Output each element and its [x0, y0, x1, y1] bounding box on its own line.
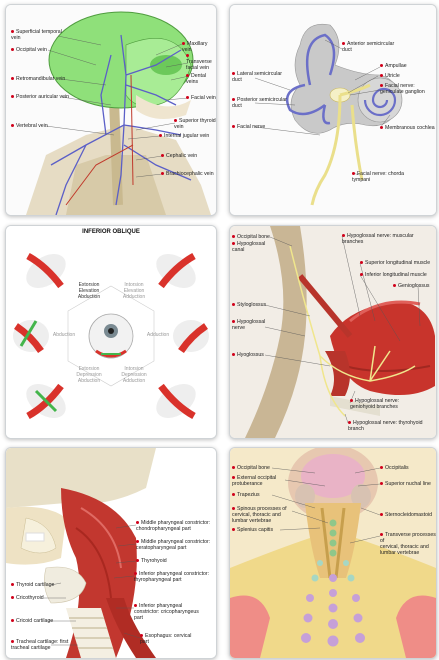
- label-genioglossus: Genioglossus: [393, 283, 429, 289]
- label-inferior-longitudinal-muscle: Inferior longitudinal muscle: [360, 272, 427, 278]
- label-dental-veins: Dental veins: [186, 73, 216, 85]
- label-extorsion-depression-abduction: Extorsion Depression Abduction: [71, 366, 107, 384]
- gallery-card-hypoglossal[interactable]: Occipital bone Hypoglossal canal Hypoglo…: [229, 225, 437, 439]
- label-hypoglossal-geniohyoid-branches: Hypoglossal nerve: geniohyoid branches: [350, 398, 399, 410]
- gallery-card-inferior-oblique[interactable]: INFERIOR OBLIQUE Extorsion Elevation Abd…: [5, 225, 217, 439]
- label-posterior-semicircular-duct: Posterior semicircular duct: [232, 97, 287, 109]
- label-occipital-bone: Occipital bone: [232, 465, 270, 471]
- label-occipitalis: Occipitalis: [380, 465, 409, 471]
- hypoglossal-illustration: [230, 226, 436, 438]
- gallery-card-neck-muscles[interactable]: Occipital bone External occipital protub…: [229, 447, 437, 659]
- label-inferior-constrictor-cricopharyngeus: Inferior pharyngeal constrictor: cricoph…: [134, 603, 199, 621]
- label-thyrohyoid: Thyrohyoid: [136, 558, 167, 564]
- label-thyroid-cartilage: Thyroid cartilage: [11, 582, 54, 588]
- label-spinous-processes: Spinous processes of cervical, thoracic …: [232, 506, 287, 524]
- label-lateral-semicircular-duct: Lateral semicircular duct: [232, 71, 282, 83]
- label-superficial-temporal-vein: Superficial temporal vein: [11, 29, 62, 41]
- label-middle-constrictor-chondropharyngeal: Middle pharyngeal constrictor: chondroph…: [136, 520, 210, 532]
- label-superior-nuchal-line: Superior nuchal line: [380, 481, 431, 487]
- label-adduction: Adduction: [140, 332, 176, 338]
- label-membranous-cochlea: Membranous cochlea: [380, 125, 435, 131]
- label-transverse-processes: Transverse processes of cervical, thorac…: [380, 532, 436, 556]
- gallery-card-inner-ear[interactable]: Anterior semicircular duct Lateral semic…: [229, 4, 437, 216]
- label-abduction: Abduction: [46, 332, 82, 338]
- label-facial-nerve-chorda-tympani: Facial nerve: chorda tympani: [352, 171, 404, 183]
- label-intorsion-elevation-adduction: Intorsion Elevation Adduction: [116, 282, 152, 300]
- label-hypoglossal-thyrohyoid-branch: Hypoglossal nerve: thyrohyoid branch: [348, 420, 436, 432]
- label-styloglossus: Styloglossus: [232, 302, 266, 308]
- label-occipital-vein: Occipital vein: [11, 47, 47, 53]
- label-intorsion-depression-adduction: Intorsion Depression Adduction: [116, 366, 152, 384]
- label-hypoglossal-muscular-branches: Hypoglossal nerve: muscular branches: [342, 233, 436, 245]
- inner-ear-illustration: [230, 5, 436, 215]
- label-occipital-bone: Occipital bone: [232, 234, 270, 240]
- label-external-occipital-protuberance: External occipital protuberance: [232, 475, 276, 487]
- label-maxillary-vein: Maxillary vein: [182, 41, 216, 53]
- inferior-oblique-illustration: [6, 226, 216, 438]
- gallery-card-pharynx[interactable]: Middle pharyngeal constrictor: chondroph…: [5, 447, 217, 659]
- label-retromandibular-vein: Retromandibular vein: [11, 76, 65, 82]
- label-brachiocephalic-vein: Brachiocephalic vein: [161, 171, 214, 177]
- label-hypoglossal-canal: Hypoglossal canal: [232, 241, 265, 253]
- inferior-oblique-title: INFERIOR OBLIQUE: [6, 229, 216, 235]
- label-facial-nerve: Facial nerve: [232, 124, 265, 130]
- label-middle-constrictor-ceratopharyngeal: Middle pharyngeal constrictor: ceratopha…: [136, 539, 210, 551]
- label-facial-vein: Facial vein: [186, 95, 216, 101]
- label-superior-thyroid-vein: Superior thyroid vein: [174, 118, 216, 130]
- label-vertebral-vein: Vertebral vein: [11, 123, 48, 129]
- label-hypoglossal-nerve: Hypoglossal nerve: [232, 319, 265, 331]
- gallery-card-head-veins[interactable]: Superficial temporal vein Occipital vein…: [5, 4, 217, 216]
- label-inferior-constrictor-thyropharyngeal: Inferior pharyngeal constrictor: thyroph…: [134, 571, 209, 583]
- label-superior-longitudinal-muscle: Superior longitudinal muscle: [360, 260, 430, 266]
- label-ampullae: Ampullae: [380, 63, 407, 69]
- label-sternocleidomastoid: Sternocleidomastoid: [380, 512, 432, 518]
- label-posterior-auricular-vein: Posterior auricular vein: [11, 94, 69, 100]
- label-anterior-semicircular-duct: Anterior semicircular duct: [342, 41, 394, 53]
- label-utricle: Utricle: [380, 73, 400, 79]
- label-hyoglossus: Hyoglossus: [232, 352, 264, 358]
- label-tracheal-cartilage-first: Tracheal cartilage: first tracheal carti…: [11, 639, 68, 651]
- label-cricoid-cartilage: Cricoid cartilage: [11, 618, 53, 624]
- label-trapezius: Trapezius: [232, 492, 260, 498]
- label-cephalic-vein: Cephalic vein: [161, 153, 197, 159]
- label-facial-nerve-geniculate-ganglion: Facial nerve: geniculate ganglion: [380, 83, 425, 95]
- label-extorsion-elevation-abduction: Extorsion Elevation Abduction: [71, 282, 107, 300]
- label-transverse-facial-vein: Transverse facial vein: [186, 53, 216, 71]
- label-internal-jugular-vein: Internal jugular vein: [159, 133, 209, 139]
- label-esophagus-cervical: Esophagus: cervical part: [140, 633, 191, 645]
- label-cricothyroid: Cricothyroid: [11, 595, 44, 601]
- pharynx-illustration: [6, 448, 216, 658]
- label-splenius-capitis: Splenius capitis: [232, 527, 273, 533]
